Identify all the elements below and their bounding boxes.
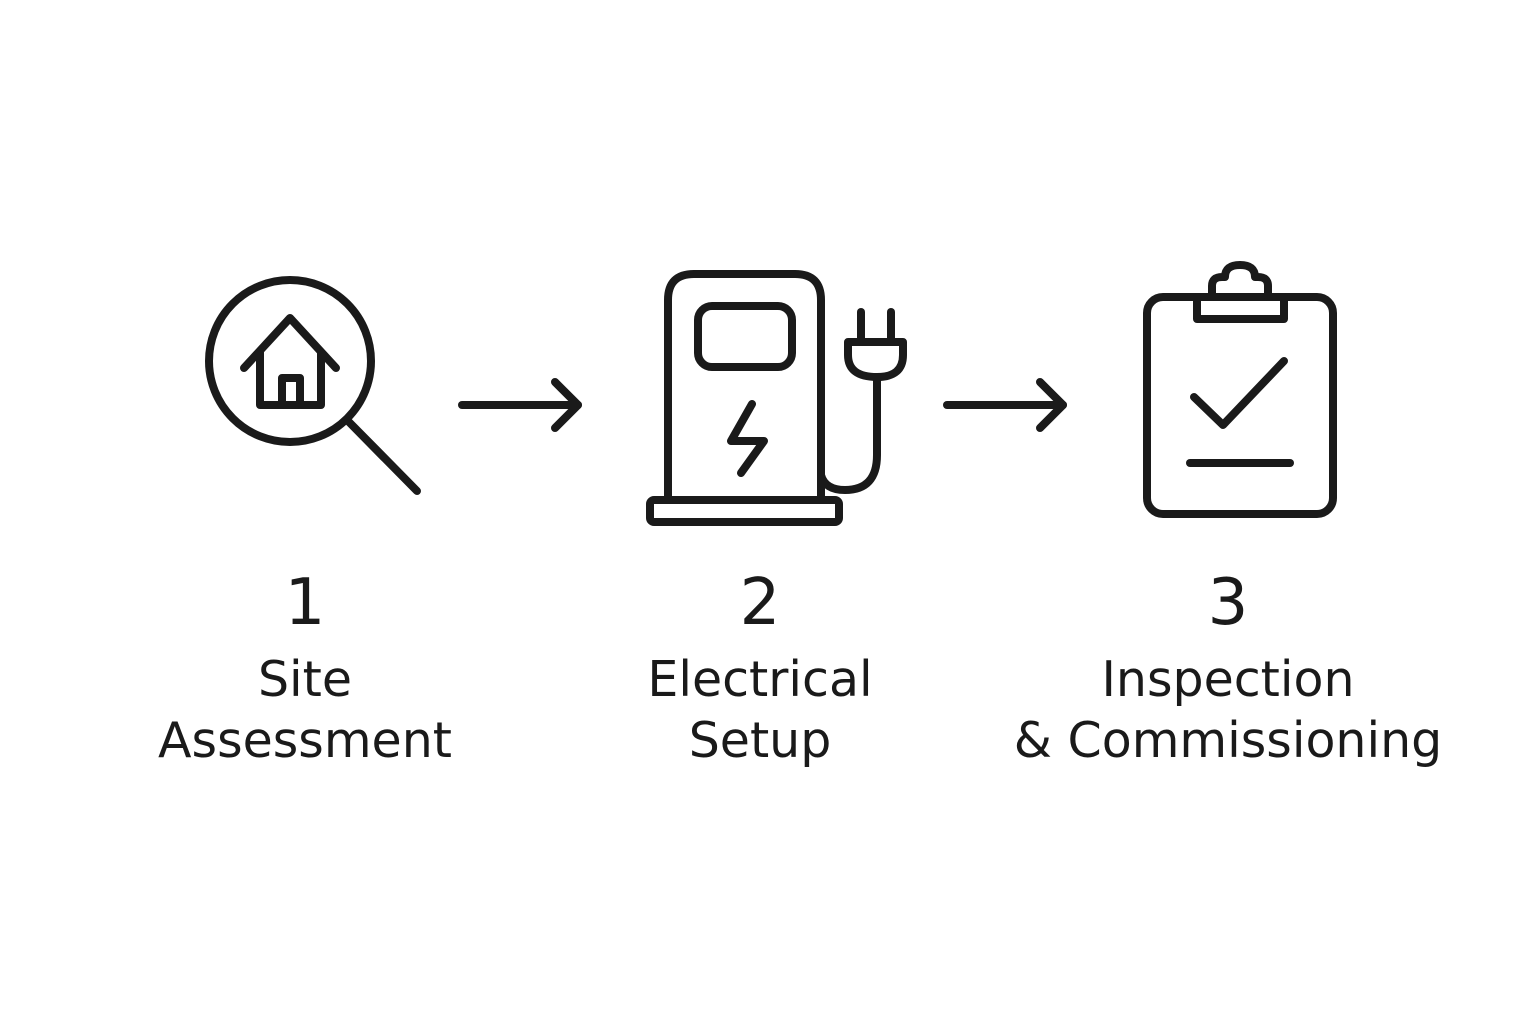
step-number: 2	[739, 566, 781, 640]
check-mark	[1190, 357, 1288, 429]
step-label-line: Setup	[688, 712, 832, 769]
house-walls	[256, 348, 325, 409]
charger-screen	[694, 302, 796, 371]
house-door	[278, 374, 304, 409]
step-label-line: Electrical	[647, 651, 873, 708]
step-label-line: Site	[257, 651, 353, 708]
house-magnifier-icon	[205, 276, 421, 495]
step-number: 1	[284, 566, 326, 640]
step-label-line: Inspection	[1101, 651, 1355, 708]
clipboard-board	[1143, 293, 1337, 518]
magnifier-lens	[205, 276, 375, 446]
charger-body	[664, 270, 825, 502]
step-3: 3 Inspection & Commissioning	[1000, 571, 1456, 771]
arrow-right-icon	[943, 378, 1067, 432]
arrow-right-icon	[458, 378, 582, 432]
step-label-line: & Commissioning	[1013, 712, 1443, 769]
step-label: Site Assessment	[105, 649, 505, 771]
clipboard-clip	[1193, 261, 1288, 323]
plug-body	[844, 338, 907, 381]
magnifier-handle	[344, 417, 421, 495]
step-1: 1 Site Assessment	[105, 571, 505, 771]
lightning-bolt	[727, 400, 768, 477]
clipboard-check-icon	[1143, 261, 1337, 518]
charger-base	[646, 496, 843, 526]
ev-charger-icon	[646, 270, 907, 526]
step-number: 3	[1207, 566, 1249, 640]
step-label: Electrical Setup	[560, 649, 960, 771]
step-2: 2 Electrical Setup	[560, 571, 960, 771]
step-label: Inspection & Commissioning	[1000, 649, 1456, 771]
charger-cable	[817, 373, 881, 494]
step-label-line: Assessment	[158, 712, 452, 769]
